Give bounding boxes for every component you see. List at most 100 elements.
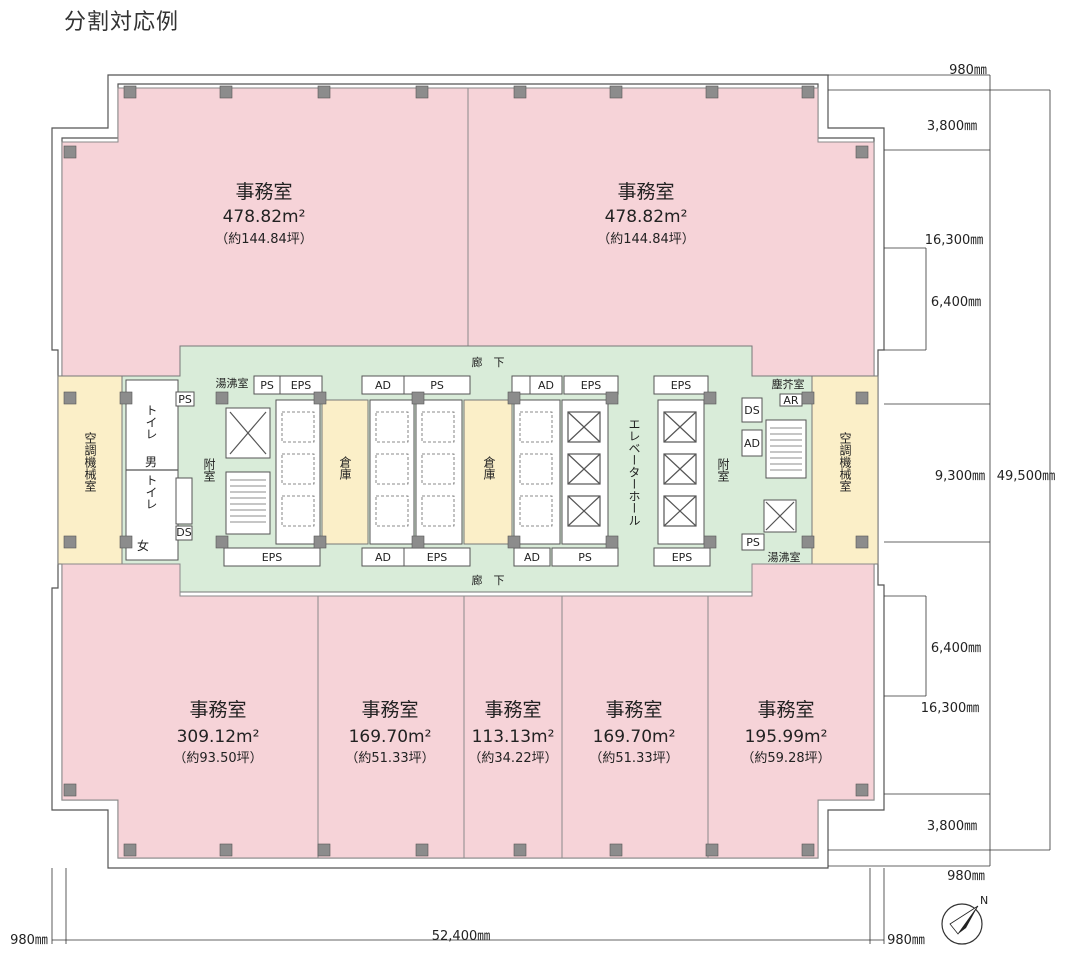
stairs-right: [765, 419, 807, 479]
office-bottom-1-tsubo: （約93.50坪）: [173, 751, 262, 766]
dimension-lines: [51, 74, 1051, 944]
ad-box: [175, 477, 193, 525]
office-top-right-area: 478.82m²: [605, 207, 688, 227]
ad-label-top-2: AD: [538, 379, 554, 392]
ad-box-top-2: [529, 375, 563, 395]
office-bottom-1-area: 309.12m²: [177, 727, 260, 747]
dim-right-core: 9,300㎜: [935, 469, 985, 484]
ps-label-left: PS: [178, 393, 192, 406]
eps-label-top-3: EPS: [671, 379, 692, 392]
ar-label: AR: [783, 394, 799, 407]
eps-label-top-2: EPS: [581, 379, 602, 392]
annex-right-label: 附室: [716, 458, 730, 482]
storage-1: [321, 399, 369, 545]
ds-label-right: DS: [744, 404, 759, 417]
eps-label-bottom-3: EPS: [672, 551, 693, 564]
ps-box-top-3: [511, 375, 531, 395]
office-top-left-area: 478.82m²: [223, 207, 306, 227]
compass-north-label: N: [980, 894, 988, 907]
eps-label-bottom-1: EPS: [262, 551, 283, 564]
office-bottom-2-tsubo: （約51.33坪）: [345, 751, 434, 766]
office-top-right-name: 事務室: [617, 181, 674, 203]
ps-label-top-1: PS: [260, 379, 274, 392]
dim-right-bay-5: 16,300㎜: [921, 701, 980, 716]
ds-box: [175, 525, 193, 541]
elevator-bank-6: [657, 399, 705, 545]
ahu-left-label: 空調機械室: [83, 432, 97, 492]
dim-bottom-right-edge: 980㎜: [887, 933, 925, 948]
office-bottom-5-area: 195.99m²: [745, 727, 828, 747]
office-bottom-5-tsubo: （約59.28坪）: [741, 751, 830, 766]
building-outline: [51, 74, 885, 869]
dim-right-bay-1: 3,800㎜: [927, 119, 977, 134]
dim-right-top-edge: 980㎜: [949, 63, 987, 78]
annex-left-label: 附室: [202, 458, 216, 482]
ad-box-bottom-2: [513, 547, 551, 567]
elevator-bank-2: [369, 399, 415, 545]
dim-right-bay-2: 16,300㎜: [925, 233, 984, 248]
ahu-right-label: 空調機械室: [838, 432, 852, 492]
compass-icon: N: [941, 894, 988, 945]
eps-box-bottom-3: [653, 547, 711, 567]
office-bottom-3-tsubo: （約34.22坪）: [468, 751, 557, 766]
office-bottom-2-name: 事務室: [361, 699, 418, 721]
ps-label-right: PS: [746, 536, 760, 549]
eps-label-top-1: EPS: [291, 379, 312, 392]
office-bottom-3: [463, 595, 563, 859]
ad-label-top-1: AD: [375, 379, 391, 392]
kitchen-left-label: 湯沸室: [216, 376, 249, 390]
storage-2-label: 倉庫: [482, 455, 496, 481]
eps-box-bottom-2: [403, 547, 471, 567]
eps-box-bottom-1: [223, 547, 321, 567]
elevator-bank-4: [513, 399, 561, 545]
ps-label-top-2: PS: [430, 379, 444, 392]
ad-box-right: [741, 429, 763, 457]
office-bottom-3-name: 事務室: [484, 699, 541, 721]
storage-2: [463, 399, 513, 545]
dim-right-bay-4: 6,400㎜: [931, 641, 981, 656]
corridor-bottom-label: 廊 下: [472, 573, 505, 587]
office-top-right-tsubo: （約144.84坪）: [597, 232, 695, 247]
dim-right-bay-3: 6,400㎜: [931, 295, 981, 310]
office-bottom-4-name: 事務室: [605, 699, 662, 721]
ps-box-right: [741, 533, 765, 551]
corridor-top-label: 廊 下: [472, 355, 505, 369]
men-label: 男: [145, 455, 157, 469]
ps-box: [175, 391, 195, 407]
ds-box-right: [741, 397, 763, 423]
ds-label-left: DS: [176, 526, 191, 539]
dim-right-total: 49,500㎜: [997, 469, 1056, 484]
ad-label-right: AD: [744, 437, 760, 450]
eps-label-bottom-2: EPS: [427, 551, 448, 564]
office-bottom-2-area: 169.70m²: [349, 727, 432, 747]
eps-box-top-3: [653, 375, 709, 395]
dim-bottom-left-edge: 980㎜: [10, 933, 48, 948]
page-title: 分割対応例: [64, 10, 180, 35]
elevator-bank-1: [275, 399, 321, 545]
ps-box-bottom-1: [551, 547, 619, 567]
office-bottom-3-area: 113.13m²: [472, 727, 555, 747]
dim-bottom-total: 52,400㎜: [432, 929, 491, 944]
office-bottom-4-tsubo: （約51.33坪）: [589, 751, 678, 766]
office-top-left-tsubo: （約144.84坪）: [215, 232, 313, 247]
women-label: 女: [137, 538, 149, 553]
toilet-lower-label: トイレ: [144, 474, 158, 510]
ad-label-bottom-2: AD: [524, 551, 540, 564]
dim-right-bottom-edge: 980㎜: [947, 869, 985, 884]
dim-right-bay-6: 3,800㎜: [927, 819, 977, 834]
eps-box-top-2: [563, 375, 619, 395]
kitchen-right-label: 湯沸室: [768, 550, 801, 564]
ps-box-top-2: [403, 375, 471, 395]
columns: [63, 85, 869, 857]
office-bottom-1-name: 事務室: [189, 699, 246, 721]
office-bottom-2: [317, 595, 465, 859]
office-bottom-4: [561, 595, 709, 859]
office-top-left-name: 事務室: [235, 181, 292, 203]
storage-1-label: 倉庫: [338, 455, 352, 481]
trash-room-label: 塵芥室: [772, 377, 805, 391]
stairs-left: [225, 471, 271, 535]
toilet-upper-label: トイレ: [144, 404, 158, 440]
elevator-bank-3: [415, 399, 463, 545]
ps-label-bottom-1: PS: [578, 551, 592, 564]
